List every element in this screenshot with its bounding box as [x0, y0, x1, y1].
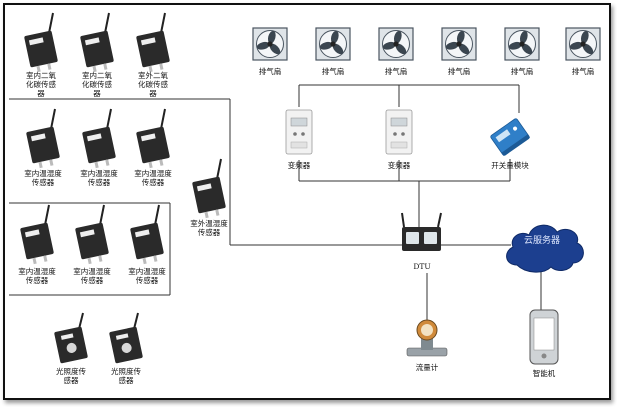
dtu-icon [401, 212, 442, 251]
inverter-label: 变频器 [387, 161, 411, 170]
temp-humidity-sensor-icon [80, 108, 118, 170]
fan-label: 排气扇 [447, 67, 471, 76]
temp-humidity-sensor-icon [128, 204, 166, 266]
temp-humidity-sensor-icon [190, 158, 228, 220]
exhaust-fan-icon [565, 27, 601, 61]
cloud-label: 云服务器 [523, 236, 560, 246]
co2-sensor-label: 室外二氧 化碳传感 器 [138, 71, 168, 98]
temp-sensor-label: 室内温湿度 传感器 [134, 169, 172, 187]
fan-label: 排气扇 [571, 67, 595, 76]
fan-row [252, 27, 601, 61]
temp-humidity-sensor-icon [24, 108, 62, 170]
switch-module-icon [490, 118, 530, 157]
co2-sensor-icon [78, 12, 116, 74]
exhaust-fan-icon [252, 27, 288, 61]
light-sensor-label: 光照度传 感器 [111, 367, 141, 385]
fan-label: 排气扇 [510, 67, 534, 76]
inverter-icon [385, 109, 413, 155]
exhaust-fan-icon [504, 27, 540, 61]
smartphone-icon [529, 309, 559, 365]
inverter-label: 变频器 [287, 161, 311, 170]
light-sensor-icon [107, 312, 145, 365]
outdoor-temp-sensor-label: 室外温湿度 传感器 [190, 219, 228, 237]
temp-sensor-label: 室内温湿度 传感器 [80, 169, 118, 187]
temp-sensor-label: 室内温湿度 传感器 [128, 267, 166, 285]
fan-label: 排气扇 [384, 67, 408, 76]
cloud-icon [506, 224, 584, 273]
temp-sensor-label: 室内温湿度 传感器 [73, 267, 111, 285]
diagram-frame: 排气扇 排气扇 排气扇 排气扇 排气扇 排气扇 变频器 变频器 开关量模块 室内… [3, 3, 611, 400]
dtu-label: DTU [413, 262, 431, 271]
exhaust-fan-icon [315, 27, 351, 61]
inverter-icon [285, 109, 313, 155]
flowmeter-icon [406, 319, 448, 357]
co2-sensor-label: 室内二氧 化碳传感 器 [26, 71, 56, 98]
flowmeter-label: 流量计 [415, 363, 439, 372]
fan-label: 排气扇 [321, 67, 345, 76]
switch-module-label: 开关量模块 [491, 161, 529, 170]
exhaust-fan-icon [441, 27, 477, 61]
smartphone-label: 智能机 [532, 369, 556, 378]
temp-sensor-label: 室内温湿度 传感器 [24, 169, 62, 187]
temp-humidity-sensor-icon [18, 204, 56, 266]
temp-sensor-label: 室内温湿度 传感器 [18, 267, 56, 285]
light-sensor-icon [52, 312, 90, 365]
co2-sensor-label: 室内二氧 化碳传感 器 [82, 71, 112, 98]
light-sensor-label: 光照度传 感器 [56, 367, 86, 385]
temp-humidity-sensor-icon [73, 204, 111, 266]
fan-label: 排气扇 [258, 67, 282, 76]
co2-sensor-icon [134, 12, 172, 74]
temp-humidity-sensor-icon [134, 108, 172, 170]
exhaust-fan-icon [378, 27, 414, 61]
connection-lines [9, 12, 601, 365]
co2-sensor-icon [22, 12, 60, 74]
